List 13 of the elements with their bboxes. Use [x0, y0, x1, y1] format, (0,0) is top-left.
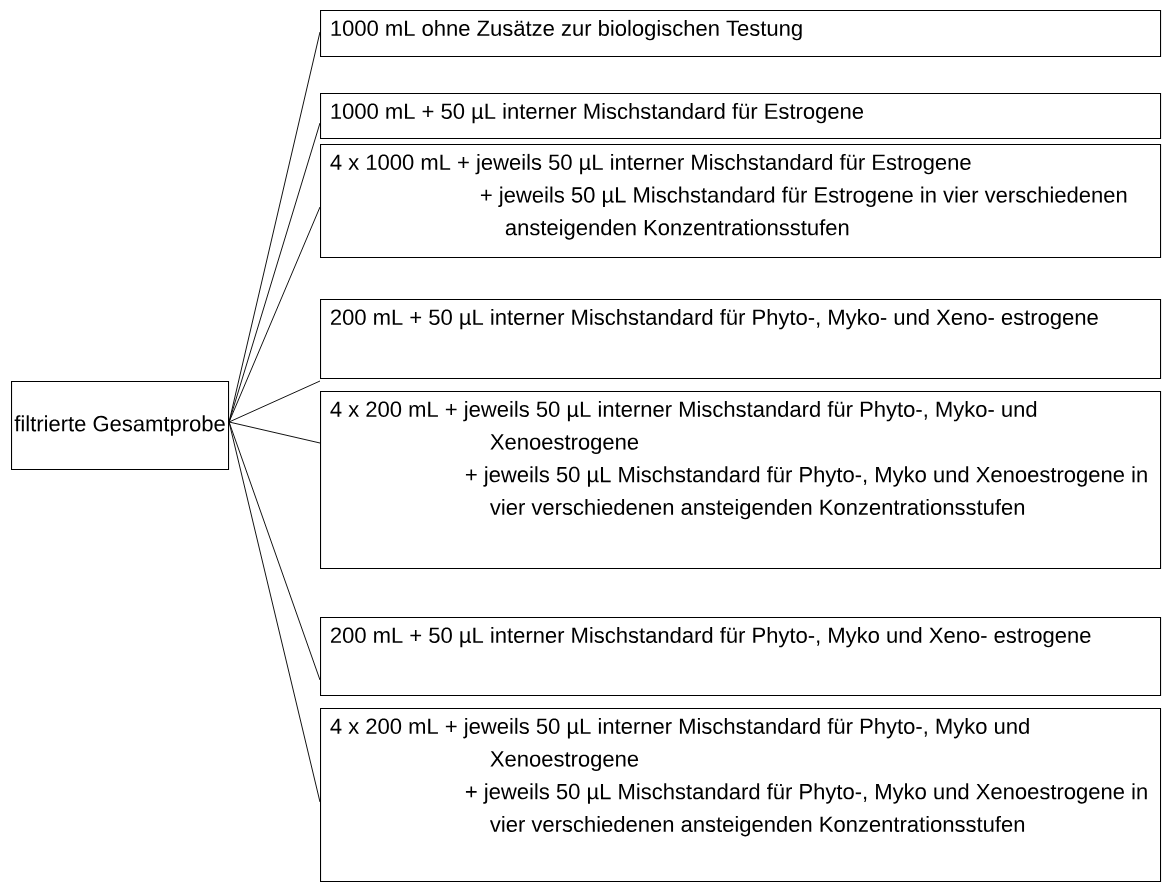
process-box: filtrierte Gesamtprobe	[11, 381, 230, 471]
connector-line	[228, 421, 321, 803]
process-box: 200 mL + 50 µL interner Mischstandard für Phyto-, Myko- und Xeno- estrogene	[320, 299, 1162, 380]
connector-line	[228, 421, 321, 681]
connector-line	[228, 206, 321, 423]
process-box: 4 x 1000 mL + jeweils 50 µL interner Mischstandard für Estrogene + jeweils 50 µL Mischstandard für Estrogene in vier verschiedenen ansteigenden Konzentrationsstufen	[320, 144, 1162, 259]
connector-line	[228, 380, 321, 423]
process-box: 1000 mL ohne Zusätze zur biologischen Testung	[320, 10, 1162, 58]
process-box: 4 x 200 mL + jeweils 50 µL interner Mischstandard für Phyto-, Myko- und Xenoestrogene + jeweils 50 µL Mischstandard für Phyto-, Myko und Xenoestrogene in vier verschiedenen ansteigenden Konzentrationsstufen	[320, 391, 1162, 570]
process-box: 1000 mL + 50 µL interner Mischstandard für Estrogene	[320, 93, 1162, 140]
process-box: 4 x 200 mL + jeweils 50 µL interner Mischstandard für Phyto-, Myko und Xenoestrogene + jeweils 50 µL Mischstandard für Phyto-, Myko und Xenoestrogene in vier verschiedenen ansteigenden Konzentrationsstufen	[320, 708, 1162, 882]
connector-line	[228, 421, 321, 444]
process-box: 200 mL + 50 µL interner Mischstandard für Phyto-, Myko und Xeno- estrogene	[320, 617, 1162, 697]
